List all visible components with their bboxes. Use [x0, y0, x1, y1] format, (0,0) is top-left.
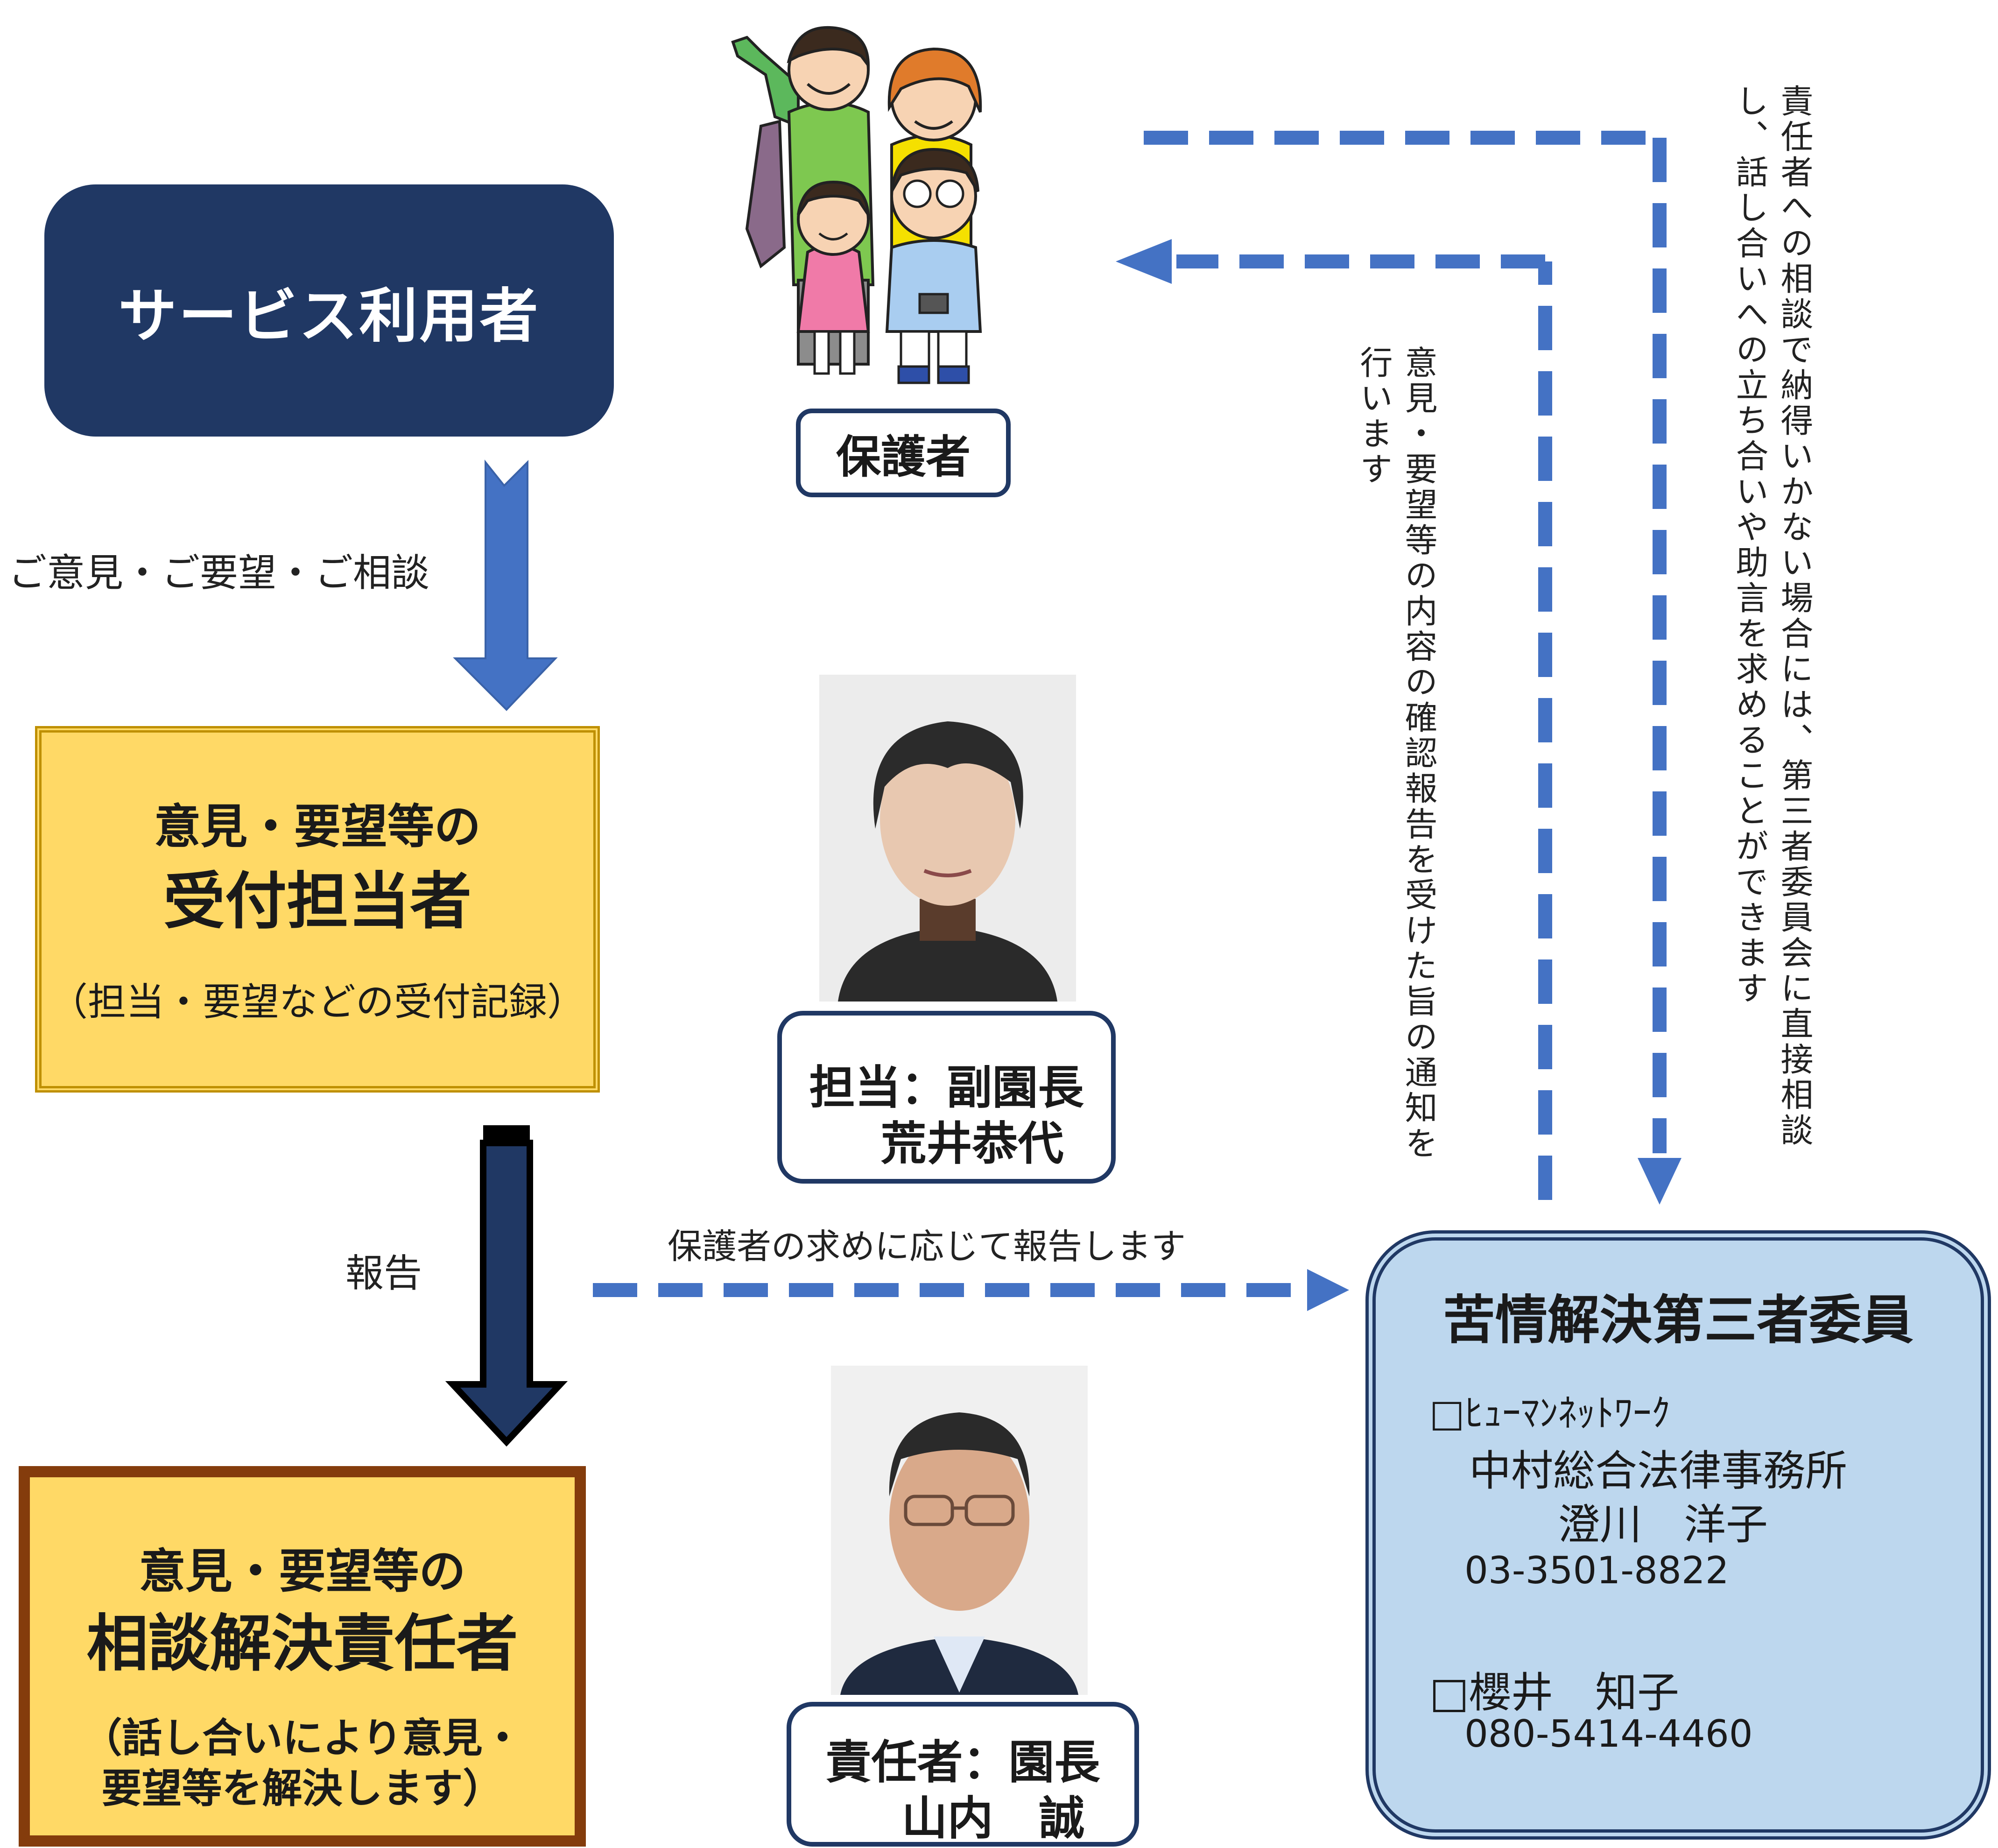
- vice-principal-name: 荒井恭代: [880, 1117, 1064, 1171]
- principal-photo: [831, 1366, 1088, 1695]
- committee-member2-name: □櫻井 知子: [1429, 1668, 1680, 1717]
- vice-principal-role: 担当：副園長: [809, 1061, 1084, 1114]
- resolver-note: （話し合いにより意見・ 要望等を解決します）: [30, 1713, 575, 1814]
- resolver-box: 意見・要望等の 相談解決責任者 （話し合いにより意見・ 要望等を解決します）: [19, 1466, 586, 1847]
- principal-role: 責任者：園長: [825, 1736, 1100, 1789]
- guardian-label-box: 保護者: [796, 409, 1011, 497]
- committee-member1-org: □ﾋｭｰﾏﾝﾈｯﾄﾜｰｸ: [1429, 1391, 1670, 1435]
- report-on-request-label: 保護者の求めに応じて報告します: [668, 1227, 1186, 1267]
- committee-member1-phone: 03-3501-8822: [1464, 1549, 1729, 1592]
- service-user-box: サービス利用者: [44, 184, 614, 437]
- committee-title: 苦情解決第三者委員: [1443, 1290, 1914, 1351]
- opinions-edge-label: ご意見・ご要望・ご相談: [8, 551, 430, 595]
- guardian-label: 保護者: [836, 430, 971, 483]
- resolver-note-line1: （話し合いにより意見・: [82, 1715, 523, 1762]
- arrow-user-to-reception: [453, 459, 558, 711]
- principal-name: 山内 誠: [901, 1792, 1085, 1845]
- arrow-reception-to-resolver: [445, 1125, 568, 1447]
- reception-title-line2: 受付担当者: [163, 866, 471, 938]
- reception-box: 意見・要望等の 受付担当者 （担当・要望などの受付記録）: [35, 726, 600, 1093]
- report-edge-label: 報告: [345, 1251, 422, 1296]
- vice-principal-label-box: 担当：副園長 荒井恭代: [777, 1011, 1116, 1184]
- reception-title-line1: 意見・要望等の: [154, 799, 481, 854]
- principal-label-box: 責任者：園長 山内 誠: [787, 1702, 1139, 1847]
- service-user-label: サービス利用者: [118, 282, 540, 350]
- committee-member1-firm: 中村総合法律事務所: [1469, 1446, 1847, 1495]
- arrow-notice-to-guardian: [1116, 239, 1552, 1200]
- arrow-report-to-committee: [593, 1269, 1349, 1311]
- committee-member1-name: 澄川 洋子: [1558, 1500, 1768, 1549]
- committee-member2-phone: 080-5414-4460: [1464, 1712, 1753, 1756]
- arrow-guardian-to-committee: [1144, 131, 1681, 1205]
- resolver-note-line2: 要望等を解決します）: [101, 1765, 503, 1812]
- girl-figure: [796, 180, 870, 375]
- notice-vertical-text: 意見・要望等の内容の確認報告を受けた旨の通知を行います: [1355, 346, 1438, 1162]
- family-illustration: [731, 26, 982, 384]
- vice-principal-photo: [819, 675, 1076, 1002]
- resolver-title-line1: 意見・要望等の: [139, 1544, 466, 1599]
- direct-consult-vertical-text: 責任者への相談で納得いかない場合には、第三者委員会に直接相談し、話し合いへの立ち…: [1731, 84, 1814, 1149]
- committee-box: 苦情解決第三者委員 □ﾋｭｰﾏﾝﾈｯﾄﾜｰｸ 中村総合法律事務所 澄川 洋子 0…: [1365, 1230, 1991, 1840]
- boy-figure: [885, 148, 982, 384]
- resolver-title-line2: 相談解決責任者: [86, 1608, 518, 1680]
- reception-note: （担当・要望などの受付記録）: [49, 980, 585, 1024]
